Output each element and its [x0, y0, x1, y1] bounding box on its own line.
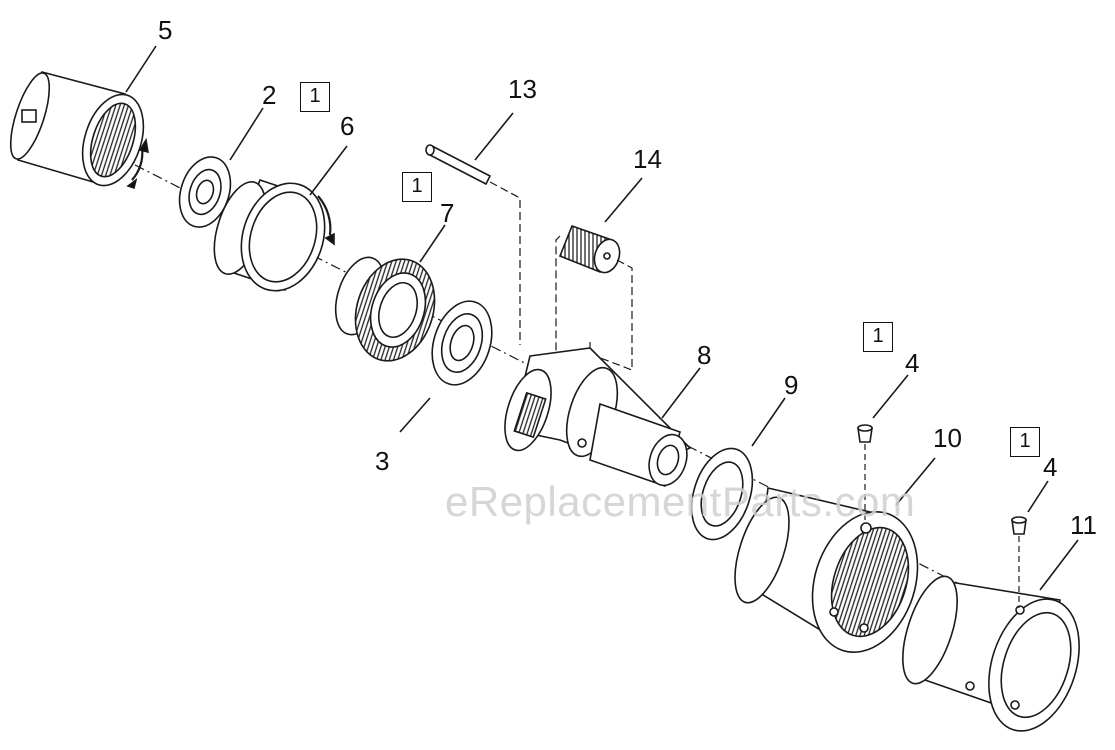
note-box-1-b: 1 — [402, 172, 432, 202]
callout-13: 13 — [508, 74, 537, 104]
callout-8: 8 — [697, 340, 712, 370]
callout-7: 7 — [440, 198, 455, 228]
callout-2: 2 — [262, 80, 277, 110]
part-13-pin — [425, 144, 521, 345]
part-5-coupling-sleeve — [9, 71, 149, 190]
callout-5: 5 — [158, 15, 173, 45]
part-10-housing — [734, 487, 919, 653]
part-7-gear-nut — [334, 256, 436, 362]
callout-6: 6 — [340, 111, 355, 141]
callout-4-upper: 4 — [905, 348, 920, 378]
note-box-1-d: 1 — [1010, 427, 1040, 457]
note-box-1-c: 1 — [863, 322, 893, 352]
callout-10: 10 — [933, 423, 962, 453]
callout-11: 11 — [1070, 510, 1097, 540]
watermark: eReplacementParts.com — [445, 478, 916, 525]
part-4-set-screw-lower — [1011, 516, 1027, 608]
callout-14: 14 — [633, 144, 662, 174]
part-6-ring-housing — [213, 179, 335, 292]
part-11-end-housing — [902, 575, 1080, 732]
part-8-arbor — [504, 347, 692, 488]
leader-lines — [125, 45, 1079, 591]
part-9-washer — [690, 447, 754, 541]
note-box-1-a: 1 — [300, 82, 330, 112]
callout-3: 3 — [375, 446, 390, 476]
part-14-roller — [555, 224, 633, 371]
part-4-set-screw-upper — [857, 424, 873, 522]
part-2-bearing — [178, 156, 232, 228]
callout-4-lower: 4 — [1043, 452, 1058, 482]
part-3-bearing — [431, 300, 493, 386]
callout-9: 9 — [784, 370, 799, 400]
